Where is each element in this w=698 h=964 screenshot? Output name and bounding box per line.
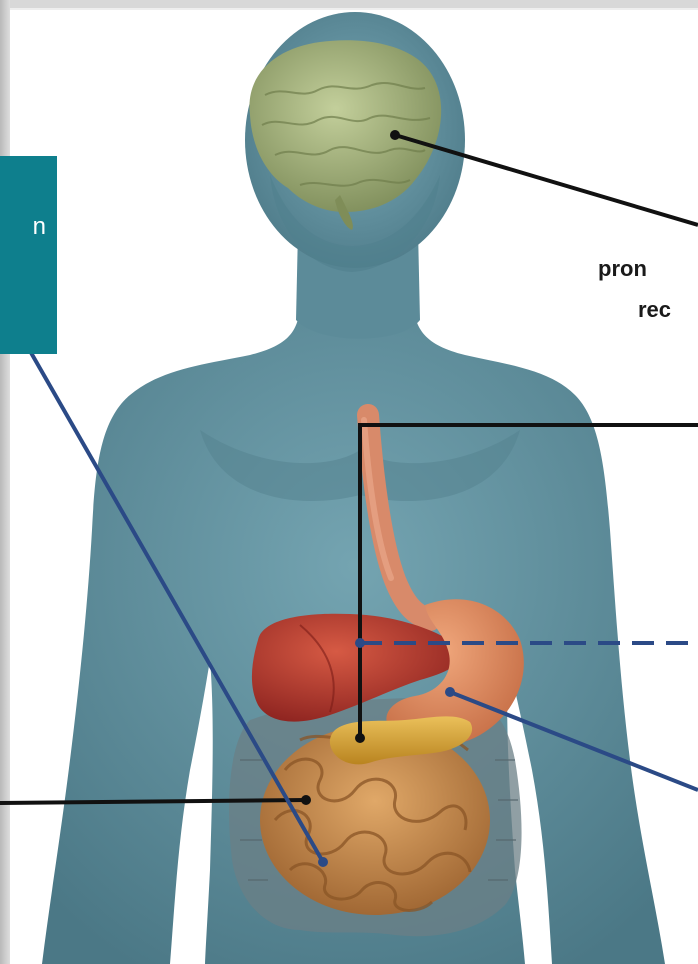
intestine-leader-dot bbox=[318, 857, 328, 867]
stomach-leader-dot bbox=[445, 687, 455, 697]
pancreas-leader-dot bbox=[355, 733, 365, 743]
brain-label-line-1: pron bbox=[598, 256, 647, 282]
colon-leader-dot bbox=[301, 795, 311, 805]
callout-box bbox=[0, 156, 57, 354]
brain-label-line-2: rec bbox=[638, 297, 671, 323]
liver-leader-dot bbox=[355, 638, 365, 648]
callout-box-text: n bbox=[0, 213, 46, 241]
brain-leader-dot bbox=[390, 130, 400, 140]
